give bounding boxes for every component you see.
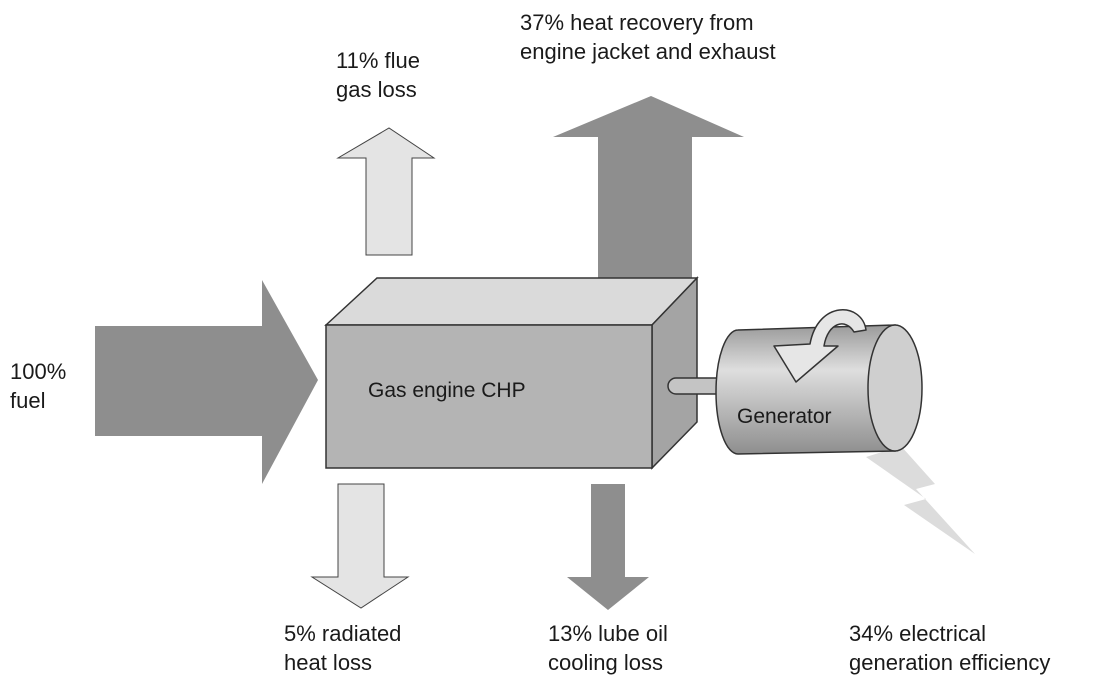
generator-label: Generator xyxy=(737,405,832,428)
radiated-heat-loss-label: 5% radiated heat loss xyxy=(284,619,401,677)
recovery-caption-text: engine jacket and exhaust xyxy=(520,39,776,64)
flue-caption-text: gas loss xyxy=(336,77,417,102)
engine-box-front xyxy=(325,324,653,469)
lightning-bolt-icon xyxy=(866,446,975,554)
lube-percent-text: 13% lube oil xyxy=(548,621,668,646)
fuel-input-arrow xyxy=(95,280,318,484)
generator-body xyxy=(715,324,896,455)
flue-gas-loss-label: 11% flue gas loss xyxy=(336,46,420,104)
recovery-percent-text: 37% heat recovery from xyxy=(520,10,754,35)
radiated-caption-text: heat loss xyxy=(284,650,373,675)
radiated-percent-text: 5% radiated xyxy=(284,621,402,646)
lube-oil-loss-arrow xyxy=(567,484,649,610)
electrical-efficiency-label: 34% electrical generation efficiency xyxy=(849,619,1050,677)
fuel-percent-text: 100% xyxy=(10,359,67,384)
flue-gas-loss-arrow xyxy=(336,127,436,256)
rotation-arrow-icon xyxy=(773,309,867,383)
heat-recovery-arrow xyxy=(553,96,744,288)
radiated-heat-loss-arrow xyxy=(310,483,410,609)
flue-percent-text: 11% flue xyxy=(336,48,420,73)
heat-recovery-label: 37% heat recovery from engine jacket and… xyxy=(520,8,776,66)
fuel-caption-text: fuel xyxy=(10,388,46,413)
lube-oil-loss-label: 13% lube oil cooling loss xyxy=(548,619,668,677)
generator-end-cap xyxy=(867,324,923,452)
lube-caption-text: cooling loss xyxy=(548,650,663,675)
electrical-caption-text: generation efficiency xyxy=(849,650,1051,675)
fuel-label: 100% fuel xyxy=(10,357,66,415)
electrical-percent-text: 34% electrical xyxy=(849,621,986,646)
engine-box-top xyxy=(324,277,699,326)
engine-label: Gas engine CHP xyxy=(368,379,526,402)
